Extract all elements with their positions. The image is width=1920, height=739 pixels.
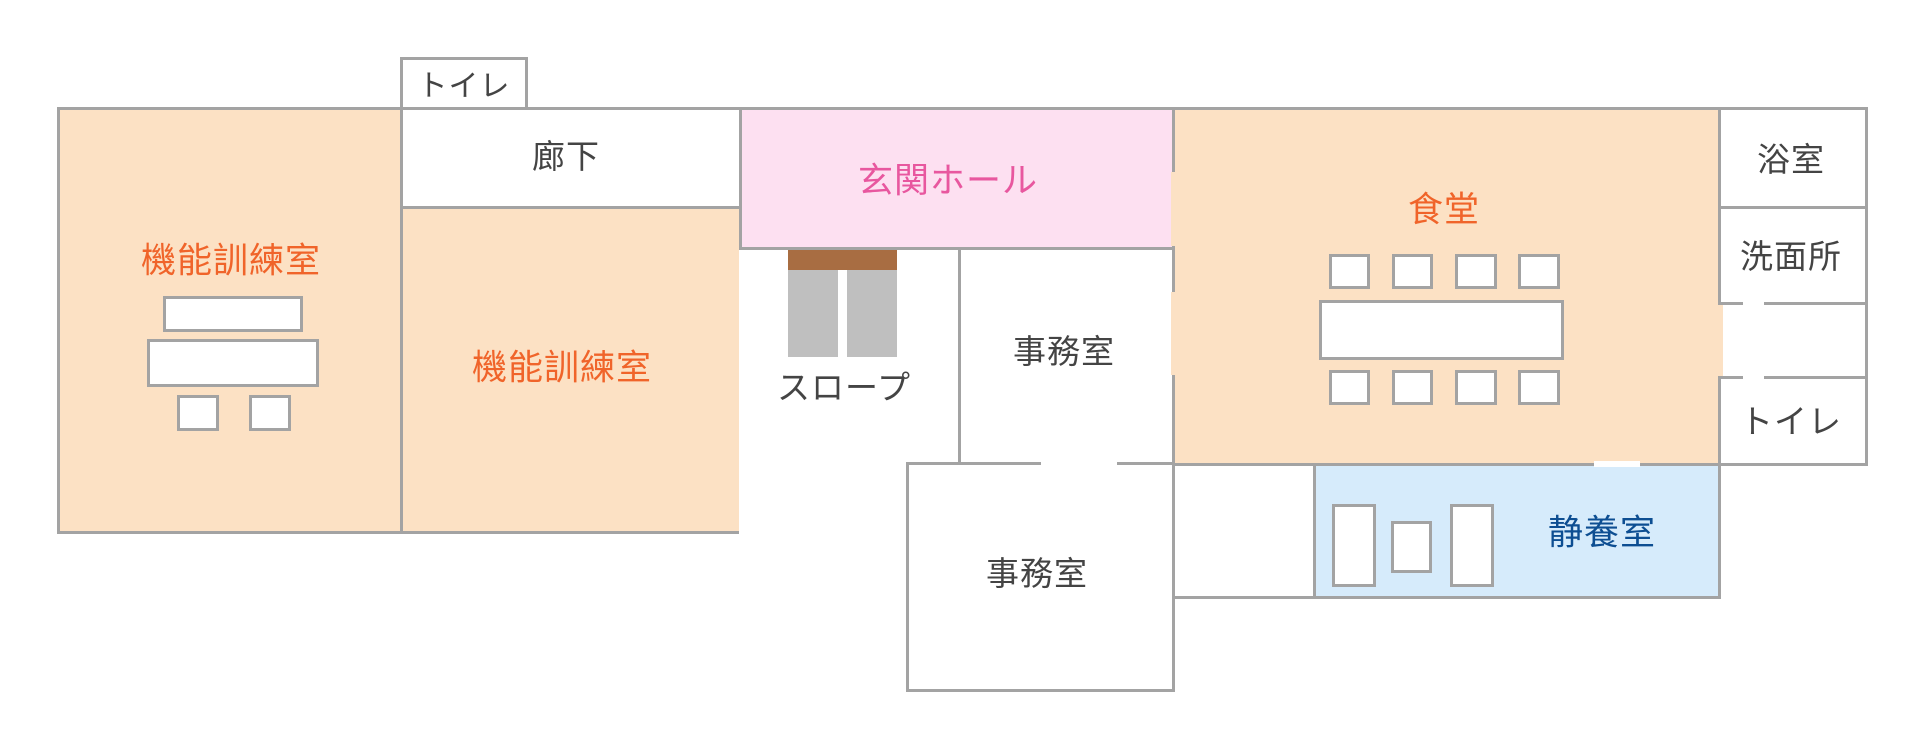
door-office-1	[1041, 461, 1117, 467]
toilet-top-label: トイレ	[417, 69, 511, 104]
opening-hall-dining	[1171, 172, 1177, 246]
chair	[1518, 370, 1560, 405]
bed	[1332, 504, 1376, 587]
dining-label: 食堂	[1407, 190, 1481, 231]
chair	[1329, 370, 1370, 405]
corridor-label: 廊下	[532, 137, 600, 176]
office-2-room	[906, 462, 1175, 692]
toilet-right-room	[1718, 376, 1868, 466]
toilet-right-label: トイレ	[1740, 402, 1842, 441]
table-large	[147, 339, 319, 387]
small-room	[1172, 463, 1316, 599]
passage-room	[1718, 302, 1868, 379]
chair	[1392, 370, 1433, 405]
washroom-room	[1718, 206, 1868, 305]
chair	[177, 395, 219, 431]
slope-label: スロープ	[776, 368, 912, 407]
slope-ramp-left	[788, 270, 838, 357]
chair	[1455, 370, 1497, 405]
rest-room-label: 静養室	[1547, 513, 1657, 554]
door-dining-rest	[1594, 461, 1640, 467]
opening-passage	[1717, 305, 1723, 376]
training-room-1-label: 機能訓練室	[140, 241, 322, 282]
rest-room	[1313, 463, 1721, 599]
office-1-label: 事務室	[1013, 332, 1115, 371]
door-washroom	[1743, 300, 1764, 306]
office-2-label: 事務室	[986, 554, 1088, 593]
training-room-2-label: 機能訓練室	[471, 348, 653, 389]
dining-room	[1172, 107, 1721, 466]
dining-table	[1319, 300, 1564, 360]
slope-ramp-right	[847, 270, 897, 357]
slope-top-bar	[788, 250, 897, 270]
washroom-label: 洗面所	[1740, 237, 1842, 276]
chair	[1329, 254, 1370, 289]
bath-label: 浴室	[1757, 140, 1825, 179]
entrance-hall-label: 玄関ホール	[857, 161, 1039, 202]
chair	[1455, 254, 1497, 289]
bedside-table	[1391, 521, 1432, 573]
chair	[1392, 254, 1433, 289]
door-toilet-right	[1743, 374, 1764, 380]
entrance-hall-room	[739, 107, 1175, 250]
chair	[1518, 254, 1560, 289]
bed	[1450, 504, 1494, 587]
table-small	[163, 296, 303, 332]
chair	[249, 395, 291, 431]
door-dining-office	[1171, 292, 1177, 375]
